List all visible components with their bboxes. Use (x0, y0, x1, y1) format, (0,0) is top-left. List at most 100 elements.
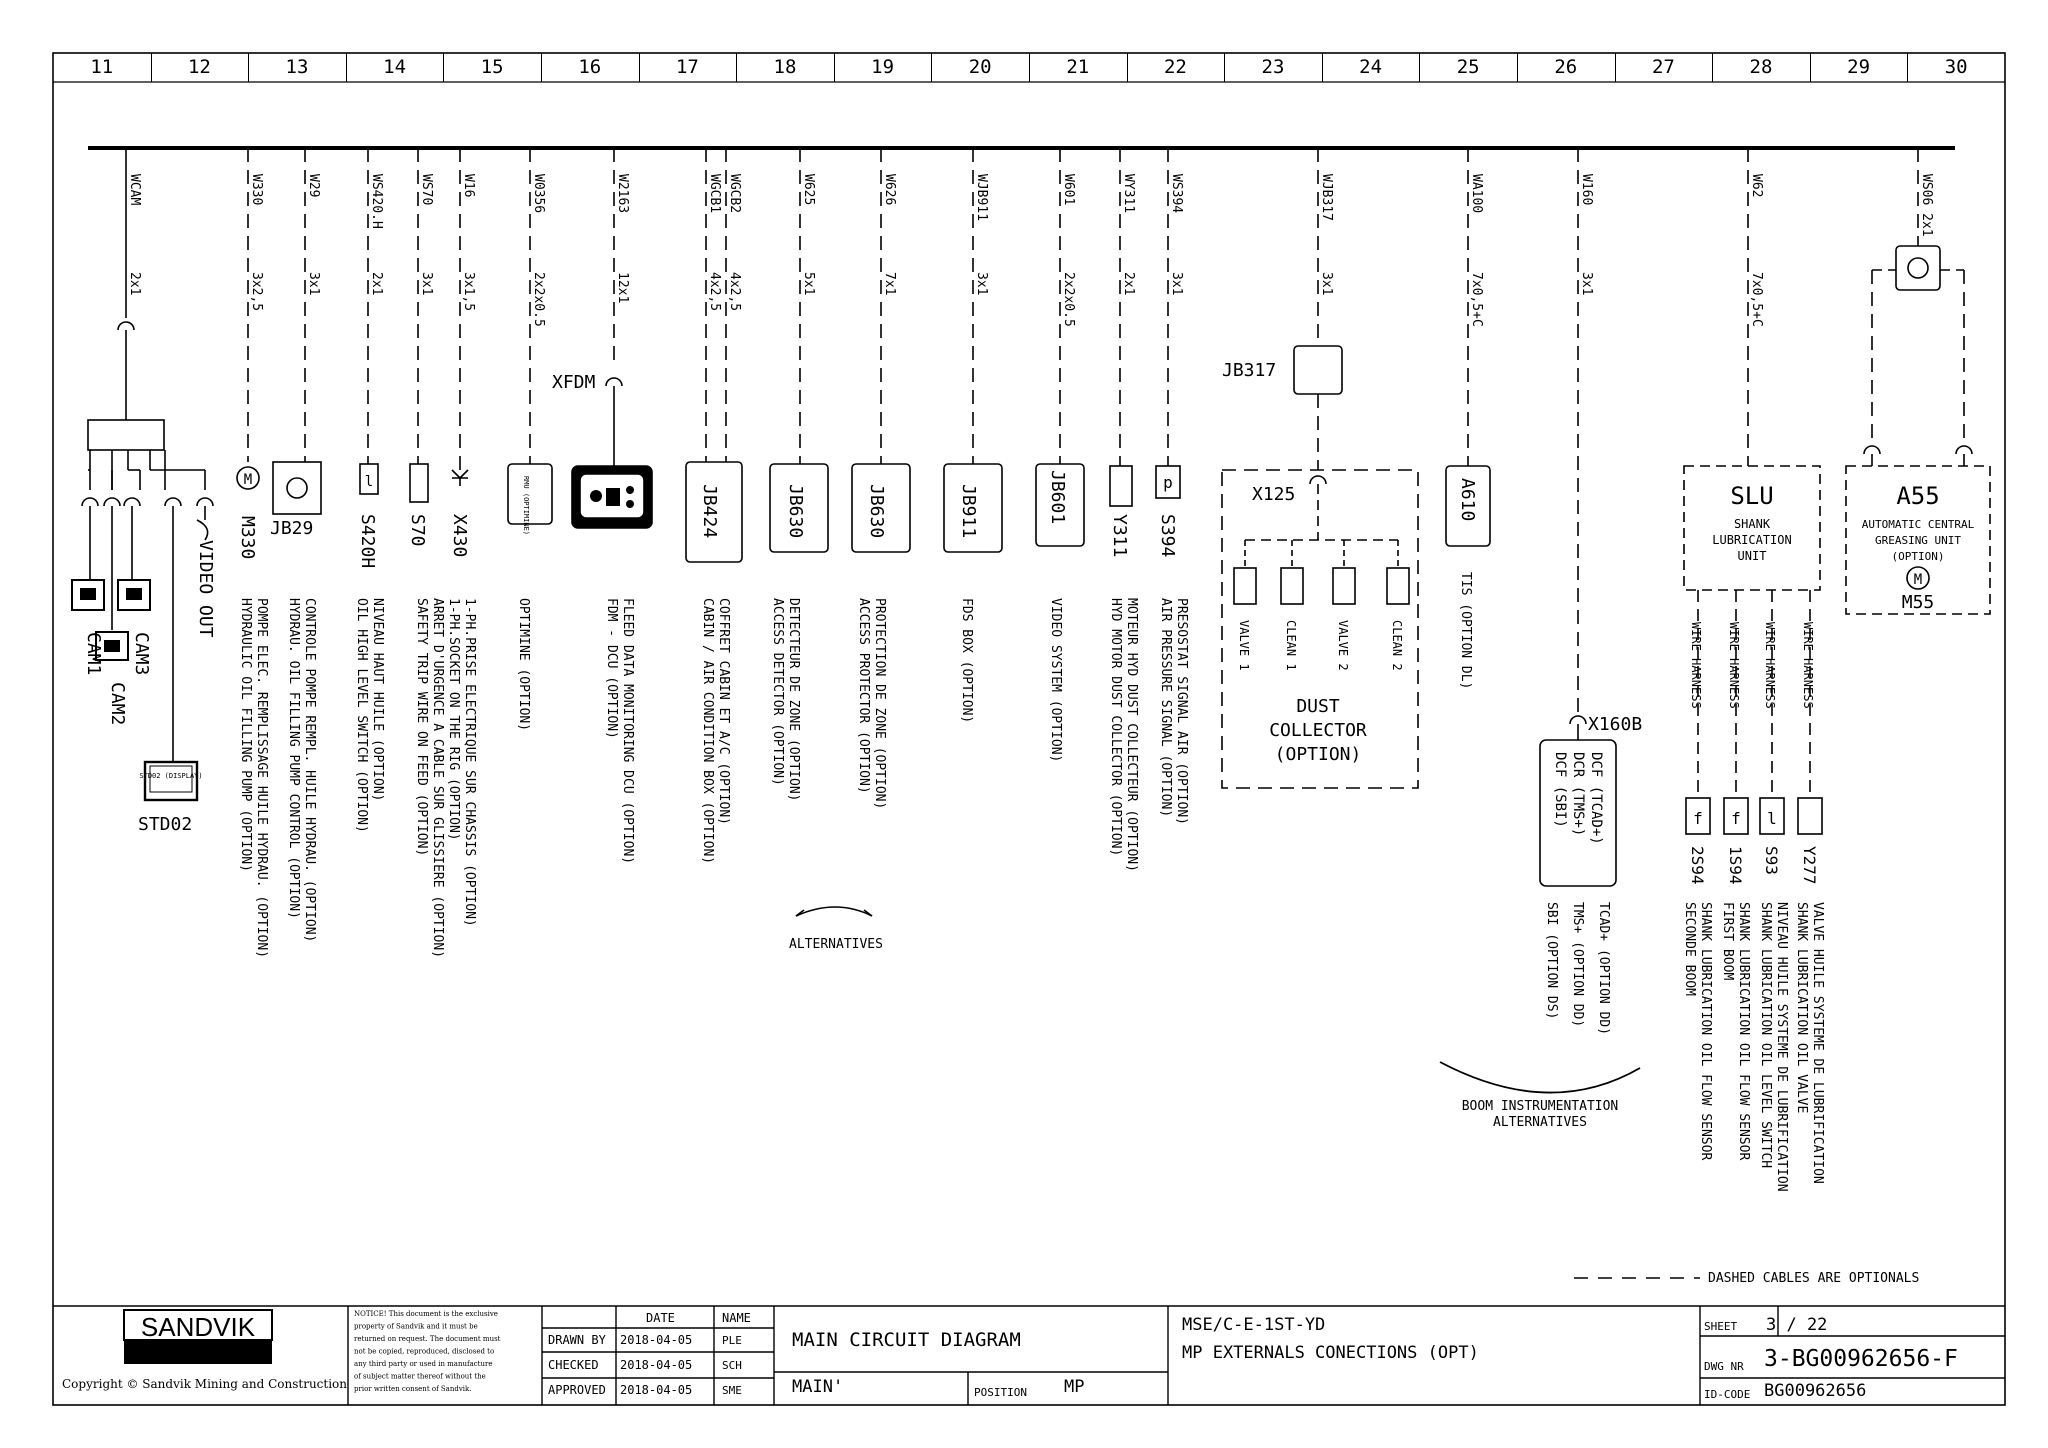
cable-id-label: WCAM (127, 174, 142, 205)
notice-text: of subject matter thereof without the (354, 1373, 486, 1381)
description-rmu: OPTIMINE (OPTION) (516, 598, 531, 731)
cable-spec-label: 3x2,5 (249, 272, 264, 311)
s394-symbol: p (1163, 473, 1173, 492)
position-label: POSITION (974, 1386, 1027, 1399)
std02-label: STD02 (138, 814, 192, 835)
description-s394: PRESOSTAT SIGNAL AIR (OPTION) (1174, 598, 1189, 825)
column-divider (638, 53, 640, 82)
legend-text: DASHED CABLES ARE OPTIONALS (1708, 1271, 1919, 1286)
column-divider (1809, 53, 1811, 82)
column-number: 13 (285, 56, 309, 78)
description-fdm: FLEED DATA MONITORING DCU (OPTION) (620, 598, 635, 864)
document-code: MSE/C-E-1ST-YD (1182, 1315, 1325, 1335)
column-number: 17 (675, 56, 699, 78)
a55-desc: AUTOMATIC CENTRAL (1862, 518, 1975, 531)
cable-id-label: W160 (1579, 174, 1594, 205)
s93-symbol: l (1767, 809, 1777, 828)
cable-spec-label: 4x2,5 (707, 272, 722, 311)
description-s93: NIVEAU HUILE SYSTEME DE LUBRIFICATION (1774, 902, 1789, 1192)
rmu-label: RMU (OPTIMINE) (522, 476, 530, 535)
description-s70: SAFETY TRIP WIRE ON FEED (OPTION) (414, 598, 429, 856)
cam1-icon (71, 579, 105, 611)
column-divider (1321, 53, 1323, 82)
jb29-box (272, 461, 322, 515)
cable-id-label: W29 (306, 174, 321, 197)
column-number: 29 (1847, 56, 1871, 78)
dwg-label: DWG NR (1704, 1360, 1744, 1373)
jb630-box-b (851, 463, 911, 553)
valve1-box (1233, 567, 1257, 605)
jb911-label: JB911 (958, 484, 979, 538)
date-header: DATE (646, 1311, 675, 1325)
approval-row-label: DRAWN BY (548, 1333, 607, 1347)
jb601-label: JB601 (1047, 470, 1068, 524)
jb630-box-a (769, 463, 829, 553)
description-x430: 1-PH.SOCKET ON THE RIG (OPTION) (446, 598, 461, 841)
s420h-label: S420H (357, 514, 378, 568)
std02-screen-label: STD02 (DISPLAY) (139, 772, 202, 780)
column-number: 25 (1456, 56, 1480, 78)
notice-text: returned on request. The document must (354, 1335, 501, 1343)
cable-id-label: W16 (461, 174, 476, 197)
description-a610: TIS (OPTION DL) (1458, 572, 1473, 689)
description-jb29: HYDRAU. OIL FILLING PUMP CONTROL (OPTION… (286, 598, 301, 919)
column-divider (443, 53, 445, 82)
x125-label: X125 (1252, 484, 1295, 505)
column-number: 27 (1651, 56, 1675, 78)
column-divider (931, 53, 933, 82)
title-block-frame (53, 1305, 2005, 1405)
m55-label: M55 (1902, 592, 1935, 613)
document-title: MP EXTERNALS CONECTIONS (OPT) (1182, 1343, 1479, 1363)
jb911-box (943, 463, 1003, 553)
jb424-box (685, 461, 743, 563)
m55-m-letter: M (1914, 572, 1922, 588)
s93-level-switch (1759, 797, 1785, 835)
column-divider (1907, 53, 1909, 82)
jb601-box (1035, 463, 1085, 547)
jb630-label-b: JB630 (866, 484, 887, 538)
column-number: 22 (1163, 56, 1187, 78)
column-number: 14 (383, 56, 407, 78)
description-m330: HYDRAULIC OIL FILLING PUMP (OPTION) (238, 598, 253, 872)
a55-label: A55 (1896, 482, 1939, 510)
cable-spec-label: 2x2x0.5 (531, 272, 546, 327)
drawing-frame (52, 52, 2006, 1406)
m330-motor-symbol (236, 466, 260, 490)
x430-label: X430 (449, 514, 470, 557)
dcf-sensor-box (1539, 739, 1617, 887)
boom-alternatives-note: ALTERNATIVES (1493, 1115, 1587, 1130)
description-jb630a: ACCESS DETECTOR (OPTION) (770, 598, 785, 786)
cam3-icon (117, 579, 151, 611)
cable-id-label: W2163 (615, 174, 630, 213)
description-y311: MOTEUR HYD DUST COLLECTEUR (OPTION) (1124, 598, 1139, 872)
jb29-label: JB29 (270, 518, 313, 539)
s2s94-flow-sensor (1685, 797, 1711, 835)
s93-label: S93 (1762, 846, 1781, 875)
x430-socket (451, 469, 469, 486)
jb630-label-a: JB630 (785, 484, 806, 538)
cable-id-label: WA100 (1469, 174, 1484, 213)
alternatives-note: ALTERNATIVES (789, 937, 883, 952)
column-number: 12 (187, 56, 211, 78)
cam3-label: CAM3 (131, 632, 152, 675)
camera-junction-box (87, 419, 165, 451)
approval-row-name: PLE (722, 1334, 742, 1347)
cable-spec-label: 3x1 (306, 272, 321, 295)
description-s1s94: FIRST BOOM (1720, 902, 1735, 980)
boom-alternatives-arc (1439, 1061, 1641, 1094)
cable-spec-label: 12x1 (615, 272, 630, 303)
camera-group (71, 148, 214, 802)
description-jb630a: DETECTEUR DE ZONE (OPTION) (786, 598, 801, 802)
column-number: 18 (773, 56, 797, 78)
jb506-box (1895, 245, 1941, 291)
cable-spec-label: 3x1 (419, 272, 434, 295)
notice-text: any third party or used in manufacture (354, 1360, 493, 1368)
m330-m-letter: M (244, 472, 252, 488)
a55-box (1845, 465, 1991, 615)
description-x430: 1-PH.PRISE ELECTRIQUE SUR CHASSIS (OPTIO… (462, 598, 477, 927)
column-divider (345, 53, 347, 82)
a55-desc: GREASING UNIT (1875, 534, 1961, 547)
column-number: 24 (1359, 56, 1383, 78)
cable-spec-label: 3x1 (1319, 272, 1334, 295)
